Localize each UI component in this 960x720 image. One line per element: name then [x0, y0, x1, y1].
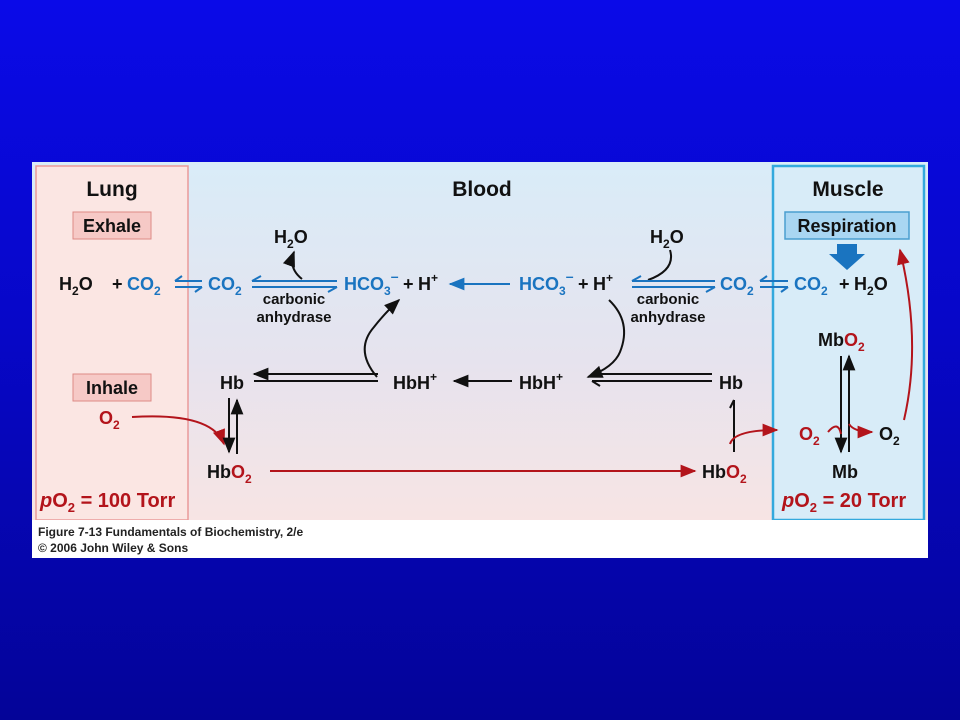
proton-binding-arrow — [586, 299, 626, 378]
h2o-release-arrow — [282, 250, 303, 280]
plus-sign: + — [839, 274, 850, 294]
inhale-box — [72, 373, 152, 402]
enzyme-left-line1: carbonic — [263, 291, 326, 308]
enzyme-left-line2: anhydrase — [256, 309, 331, 326]
hbh-left: HbH+ — [393, 370, 437, 393]
hbh-right: HbH+ — [519, 370, 563, 393]
o2-binding-arrow — [131, 415, 225, 446]
respiration-down-arrow-icon — [829, 244, 865, 270]
harpoon-head-icon — [591, 380, 601, 387]
plus-sign: + — [403, 274, 414, 294]
harpoon-head-icon — [251, 275, 262, 282]
lung-title: Lung — [86, 178, 137, 201]
caption-strip — [32, 520, 928, 558]
o2-to-mb-arrow — [827, 425, 842, 435]
plus-sign: + — [578, 274, 589, 294]
exhale-label: Exhale — [83, 216, 141, 236]
muscle-o2-out: O2 — [879, 424, 900, 448]
hb-right: Hb — [719, 373, 743, 393]
o2-from-mb-arrow — [848, 423, 874, 439]
inhale-label: Inhale — [86, 378, 138, 398]
harpoon-head-icon — [327, 286, 338, 293]
inhaled-o2: O2 — [99, 408, 120, 432]
muscle-h2o: H2O — [854, 274, 888, 298]
hb-left: Hb — [220, 373, 244, 393]
enzyme-right-line1: carbonic — [637, 291, 700, 308]
blood-title: Blood — [452, 178, 511, 201]
muscle-co2: CO2 — [794, 274, 828, 298]
figure-panel: Lung Blood Muscle Exhale Inhale Respirat… — [32, 162, 928, 558]
hco3-right: HCO3– — [519, 268, 574, 298]
h2o-released: H2O — [274, 227, 308, 251]
mb: Mb — [832, 462, 858, 482]
caption-line-2: © 2006 John Wiley & Sons — [38, 541, 188, 555]
o2-release-arrow — [729, 423, 779, 445]
respiration-label: Respiration — [797, 216, 896, 236]
harpoon-head-icon — [759, 275, 768, 282]
harpoon-head-icon — [194, 286, 203, 293]
diagram-canvas: Lung Blood Muscle Exhale Inhale Respirat… — [32, 162, 928, 558]
harpoon-head-icon — [631, 275, 642, 282]
hbo2-left: HbO2 — [207, 462, 252, 486]
blood-co2-left: CO2 — [208, 274, 242, 298]
hco3-left: HCO3– — [344, 268, 399, 298]
lung-h2o: H2O — [59, 274, 93, 298]
blood-co2-right: CO2 — [720, 274, 754, 298]
harpoon-head-icon — [705, 286, 716, 293]
lung-po2: pO2 = 100 Torr — [39, 490, 175, 515]
harpoon-head-icon — [780, 286, 789, 293]
exhale-box — [72, 211, 152, 240]
plus-sign: + — [112, 274, 123, 294]
h2o-consumed: H2O — [650, 227, 684, 251]
hbo2-right: HbO2 — [702, 462, 747, 486]
muscle-po2: pO2 = 20 Torr — [781, 490, 906, 515]
mbo2: MbO2 — [818, 330, 865, 354]
hplus-left: H+ — [418, 271, 438, 294]
muscle-title: Muscle — [812, 178, 883, 201]
caption-line-1: Figure 7-13 Fundamentals of Biochemistry… — [38, 525, 304, 539]
harpoon-head-icon — [174, 275, 183, 282]
hplus-right: H+ — [593, 271, 613, 294]
h2o-consume-arrow — [647, 249, 672, 281]
lung-co2: CO2 — [127, 274, 161, 298]
muscle-o2-in: O2 — [799, 424, 820, 448]
harpoon-head-icon — [729, 399, 735, 409]
o2-to-respiration-arrow — [897, 248, 914, 421]
proton-release-arrow — [363, 298, 401, 378]
respiration-box — [784, 211, 910, 240]
enzyme-right-line2: anhydrase — [630, 309, 705, 326]
